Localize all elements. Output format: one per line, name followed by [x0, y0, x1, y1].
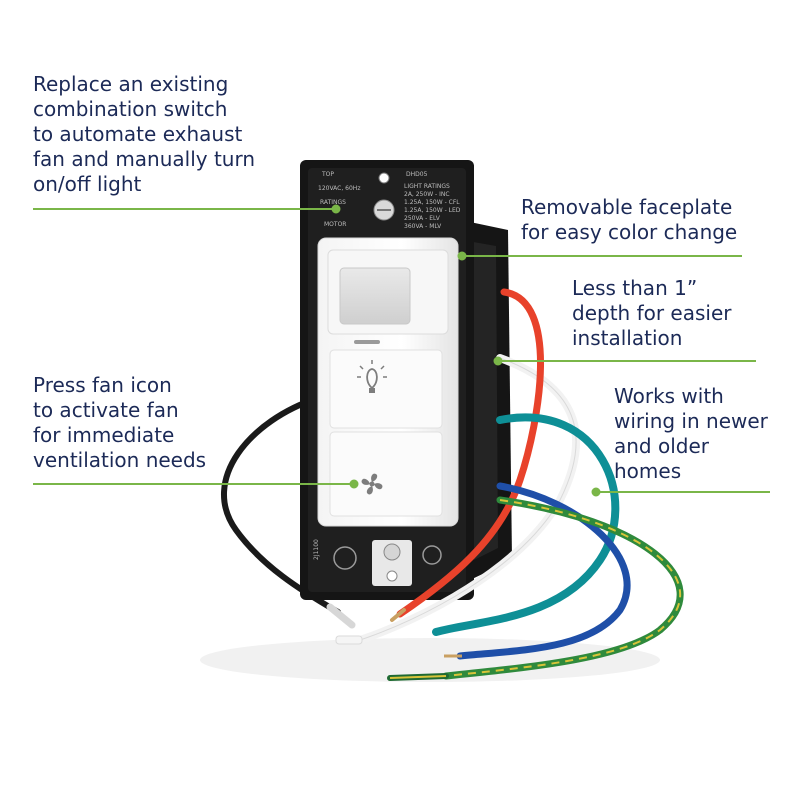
callout-line: on/off light — [33, 172, 142, 196]
leader-dot-automate-switch — [331, 204, 341, 214]
callout-line: homes — [614, 459, 682, 483]
side-code-label: 2J1100 — [313, 539, 320, 560]
light-ratings-line: 2A, 250W - INC — [404, 191, 450, 198]
callout-line: fan and manually turn — [33, 147, 256, 171]
sensor-lens — [339, 267, 411, 325]
light-bulb-icon — [357, 360, 387, 393]
callout-line: Press fan icon — [33, 373, 172, 397]
red-wire-tip — [390, 608, 406, 622]
callout-automate-switch: Replace an existing combination switch t… — [33, 72, 255, 197]
teal-wire — [432, 413, 620, 636]
light-ratings-line: 1.25A, 150W - LED — [404, 207, 461, 214]
callout-line: to activate fan — [33, 398, 179, 422]
callout-line: Replace an existing — [33, 72, 229, 96]
callout-faceplate: Removable faceplate for easy color chang… — [521, 195, 737, 245]
callout-line: installation — [572, 326, 683, 350]
black-wire-tip — [326, 603, 356, 629]
top-hole — [378, 172, 390, 184]
voltage-label: 120VAC, 60Hz — [318, 185, 360, 192]
white-wire-tip — [335, 635, 363, 645]
callout-line: to automate exhaust — [33, 122, 243, 146]
callout-line: wiring in newer — [614, 409, 768, 433]
callout-line: depth for easier — [572, 301, 732, 325]
callout-depth: Less than 1” depth for easier installati… — [572, 276, 732, 351]
light-ratings-line: 250VA - ELV — [404, 215, 441, 222]
red-wire — [396, 288, 544, 618]
black-wire — [221, 395, 341, 615]
light-ratings-block: LIGHT RATINGS 2A, 250W - INC 1.25A, 150W… — [404, 183, 461, 230]
cul-mark — [422, 545, 442, 565]
light-ratings-line: 360VA - MLV — [404, 223, 442, 230]
motor-label: MOTOR — [324, 221, 346, 228]
leader-dot-wiring — [591, 487, 601, 497]
callout-line: combination switch — [33, 97, 228, 121]
ground-wire-stripe — [389, 675, 447, 679]
callout-line: and older — [614, 434, 709, 458]
leader-dot-fan-icon — [349, 479, 359, 489]
callout-line: Removable faceplate — [521, 195, 733, 219]
callout-line: for immediate — [33, 423, 175, 447]
white-wire-outline — [359, 357, 577, 641]
green-yellow-stripe — [445, 499, 682, 677]
callout-line: Works with — [614, 384, 724, 408]
bottom-terminal — [372, 540, 412, 586]
led-indicator — [354, 340, 380, 344]
ul-mark — [333, 546, 357, 570]
ratings-label: RATINGS — [320, 199, 346, 206]
top-label: TOP — [321, 171, 334, 178]
callout-wiring: Works with wiring in newer and older hom… — [614, 384, 768, 484]
bottom-screw — [383, 543, 401, 561]
callout-line: ventilation needs — [33, 448, 207, 472]
light-ratings-line: LIGHT RATINGS — [404, 183, 450, 190]
callout-fan-icon: Press fan icon to activate fan for immed… — [33, 373, 206, 473]
leader-lines — [33, 204, 770, 497]
model-label: DHD05 — [406, 171, 428, 178]
leader-dot-depth — [493, 356, 503, 366]
blue-wire — [456, 482, 631, 660]
fan-button — [329, 431, 443, 517]
callout-line: Less than 1” — [572, 276, 698, 300]
light-ratings-line: 1.25A, 150W - CFL — [404, 199, 460, 206]
leader-dot-faceplate — [457, 251, 467, 261]
light-button — [329, 349, 443, 429]
fan-icon — [361, 473, 383, 495]
callout-line: for easy color change — [521, 220, 738, 244]
bottom-hole — [386, 570, 398, 582]
